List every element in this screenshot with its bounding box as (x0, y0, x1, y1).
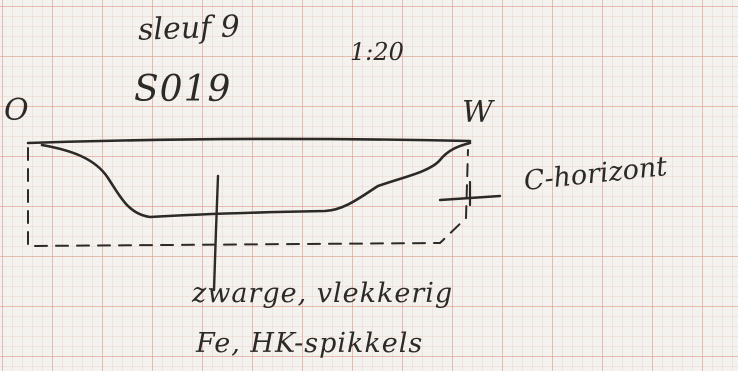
trace-label: sleuf 9 (137, 9, 241, 48)
fill-description-line-2: Fe, HK-spikkels (196, 328, 424, 359)
surface-line (26, 137, 472, 145)
east-orientation-label: W (462, 95, 493, 130)
fill-description-line-1: zwarge, vlekkerig (192, 278, 454, 309)
horizon-marker-line (438, 194, 502, 202)
ditch-profile (40, 141, 472, 219)
dashed-excavation-outline (27, 147, 469, 248)
fill-leader-line (212, 174, 220, 292)
scale-label: 1:20 (350, 38, 404, 66)
find-number: S019 (134, 69, 232, 110)
west-orientation-label: O (4, 93, 29, 128)
